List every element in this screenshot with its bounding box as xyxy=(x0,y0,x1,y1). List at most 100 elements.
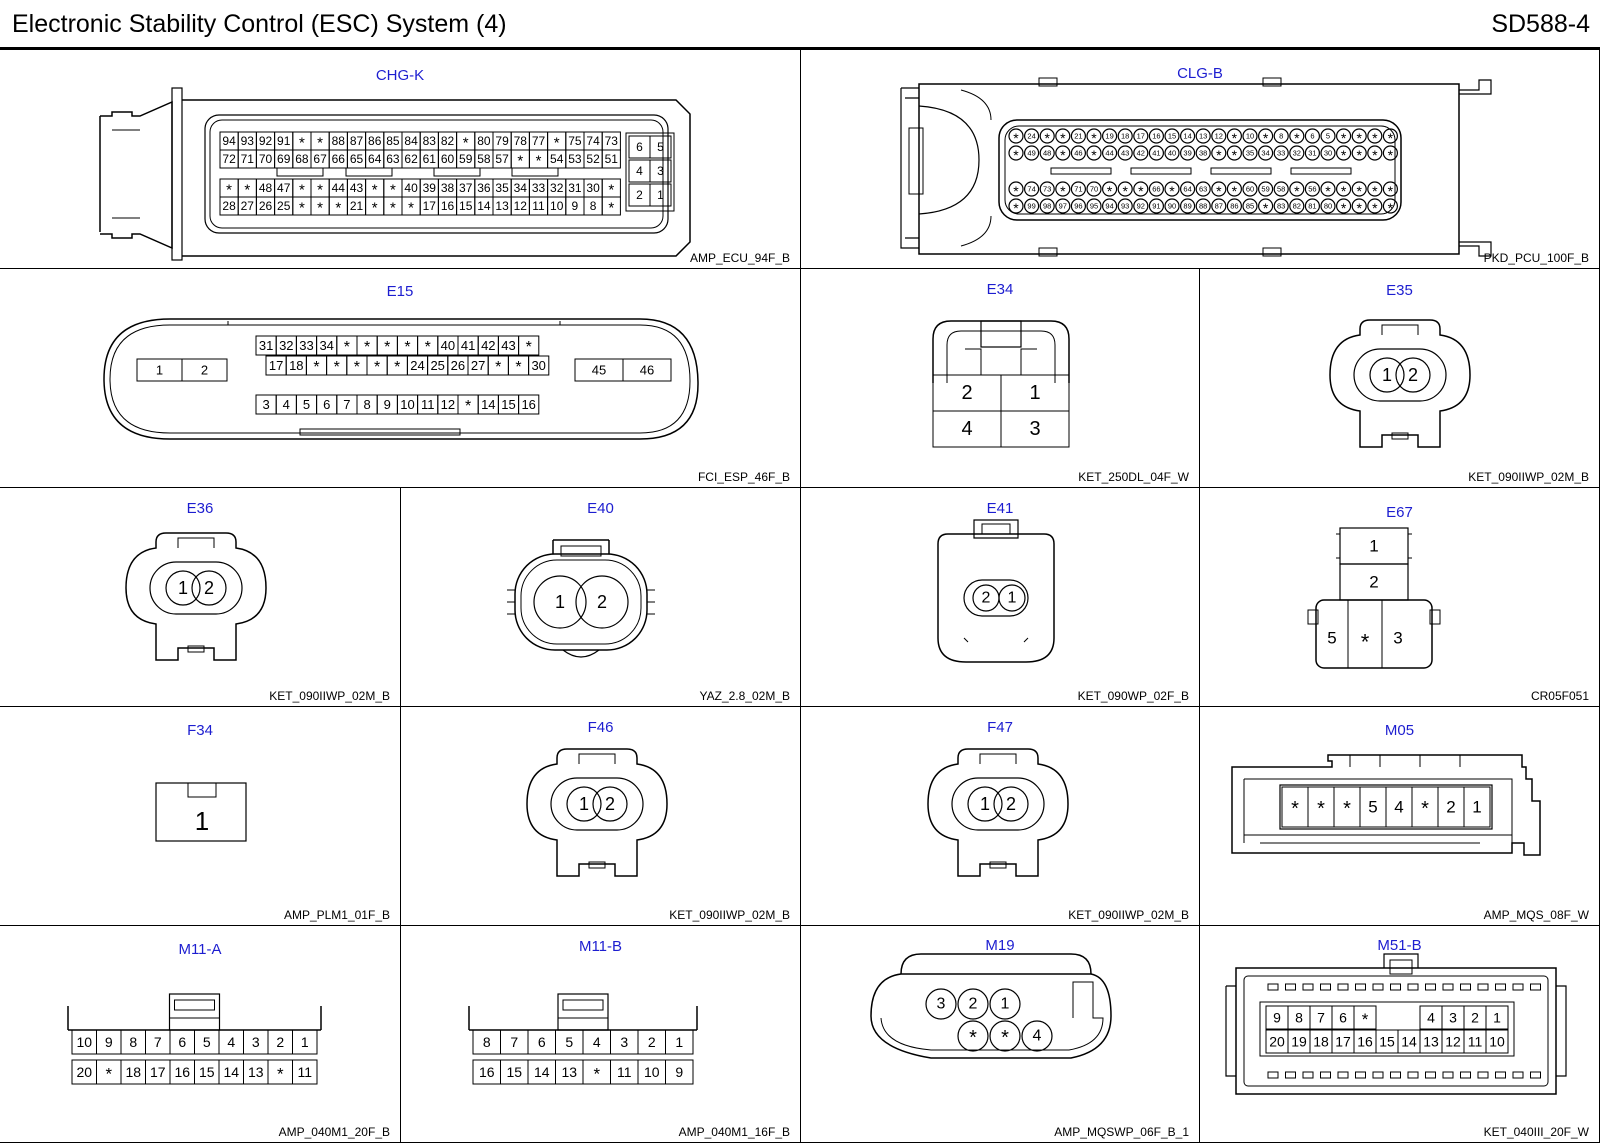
pin-unused-marker: * xyxy=(1325,183,1331,199)
pin-circle xyxy=(1164,181,1180,197)
keying-slot xyxy=(433,167,481,177)
pin-label: 33 xyxy=(532,181,546,195)
pin-circle xyxy=(592,786,628,822)
pin-unused-marker: * xyxy=(244,182,250,199)
outline xyxy=(937,533,1055,663)
pin-label: 4 xyxy=(1427,1010,1435,1026)
pin-circle xyxy=(1351,181,1367,197)
pin-circle xyxy=(1304,198,1320,214)
pin-label: 63 xyxy=(386,152,400,166)
connector-part-number: KET_090IIWP_02M_B xyxy=(269,689,390,703)
pin-unused-marker: * xyxy=(1388,147,1394,163)
pin-unused-marker: * xyxy=(1372,147,1378,163)
outline xyxy=(951,777,1045,831)
pin-label: 79 xyxy=(495,134,509,148)
pin-unused-marker: * xyxy=(1343,798,1351,820)
pin-label: 38 xyxy=(441,181,455,195)
latch-tab xyxy=(1285,983,1296,991)
pin-label: 66 xyxy=(332,152,346,166)
pin-circle xyxy=(1304,181,1320,197)
pin-unused-marker: * xyxy=(1362,1010,1369,1029)
pin-unused-marker: * xyxy=(299,200,305,217)
pin-unused-marker: * xyxy=(374,359,380,376)
pin-unused-marker: * xyxy=(463,135,469,152)
pin-label: 2 xyxy=(636,188,643,202)
connector-name: E15 xyxy=(386,283,414,300)
latch-tab xyxy=(1495,983,1506,991)
latch-tab xyxy=(1267,983,1279,991)
pin-label: 16 xyxy=(1152,132,1160,141)
pin-circle xyxy=(1211,181,1227,197)
pin-unused-marker: * xyxy=(608,182,614,199)
pin-label: 14 xyxy=(534,1064,550,1080)
outline xyxy=(552,539,610,554)
pin-label: 16 xyxy=(174,1064,190,1080)
pin-label: 2 xyxy=(982,590,991,607)
pin-cell xyxy=(1000,410,1070,448)
outline xyxy=(557,993,609,1031)
pin-label: 17 xyxy=(1137,132,1145,141)
pin-label: 4 xyxy=(961,418,972,440)
outline xyxy=(588,861,606,869)
outline xyxy=(1243,778,1513,843)
pin-label: 10 xyxy=(76,1034,92,1050)
pin-label: 14 xyxy=(223,1064,239,1080)
pin-circle xyxy=(1367,145,1383,161)
pin-circle xyxy=(1335,128,1352,144)
pin-unused-marker: * xyxy=(317,135,323,152)
pin-label: 3 xyxy=(620,1034,628,1050)
pin-label: 65 xyxy=(350,152,364,166)
pin-label: 71 xyxy=(1074,185,1082,194)
pin-cell xyxy=(649,135,672,159)
pin-unused-marker: * xyxy=(1356,130,1362,146)
outline xyxy=(1459,79,1492,95)
latch-tab xyxy=(1372,1071,1384,1079)
pin-label: 11 xyxy=(421,397,435,412)
pin-label: 3 xyxy=(252,1034,260,1050)
pin-label: 10 xyxy=(644,1064,660,1080)
pin-circle xyxy=(1289,181,1305,197)
pin-label: 48 xyxy=(259,181,273,195)
latch-tab xyxy=(1355,983,1366,991)
pin-unused-marker: * xyxy=(515,359,521,376)
outline xyxy=(927,748,1069,877)
pin-unused-marker: * xyxy=(517,153,523,170)
pin-label: 2 xyxy=(648,1034,656,1050)
pin-circle xyxy=(1117,128,1133,144)
pin-label: 2 xyxy=(1369,573,1378,592)
pin-circle xyxy=(1021,1020,1053,1052)
pin-unused-marker: * xyxy=(372,200,378,217)
pin-label: 13 xyxy=(1423,1034,1439,1050)
pin-label: 1 xyxy=(301,1034,309,1050)
pin-circle xyxy=(1148,181,1164,197)
pin-unused-marker: * xyxy=(1232,147,1238,163)
pin-unused-marker: * xyxy=(526,339,532,356)
pin-label: 87 xyxy=(1215,202,1223,211)
pin-label: 7 xyxy=(154,1034,162,1050)
pin-unused-marker: * xyxy=(1361,630,1370,655)
pin-circle xyxy=(1039,198,1055,214)
pin-label: 15 xyxy=(1168,132,1176,141)
pin-label: 86 xyxy=(368,134,382,148)
pin-unused-marker: * xyxy=(1341,183,1347,199)
pin-circle xyxy=(1164,145,1180,161)
outline xyxy=(946,330,1056,383)
pin-circle xyxy=(1133,128,1149,144)
pin-label: 32 xyxy=(1293,149,1301,158)
pin-circle xyxy=(1180,128,1196,144)
outline xyxy=(1391,432,1409,440)
pin-label: 1 xyxy=(657,188,664,202)
pin-unused-marker: * xyxy=(1091,130,1097,146)
pin-label: 60 xyxy=(1246,185,1254,194)
connector-part-number: KET_090IIWP_02M_B xyxy=(669,908,790,922)
outline xyxy=(1004,125,1396,215)
pin-circle xyxy=(1164,128,1180,144)
pin-label: 99 xyxy=(1027,202,1035,211)
pin-label: 46 xyxy=(1074,149,1082,158)
outline xyxy=(125,532,267,661)
pin-circle xyxy=(1086,181,1102,197)
pin-label: 1 xyxy=(1029,382,1040,404)
